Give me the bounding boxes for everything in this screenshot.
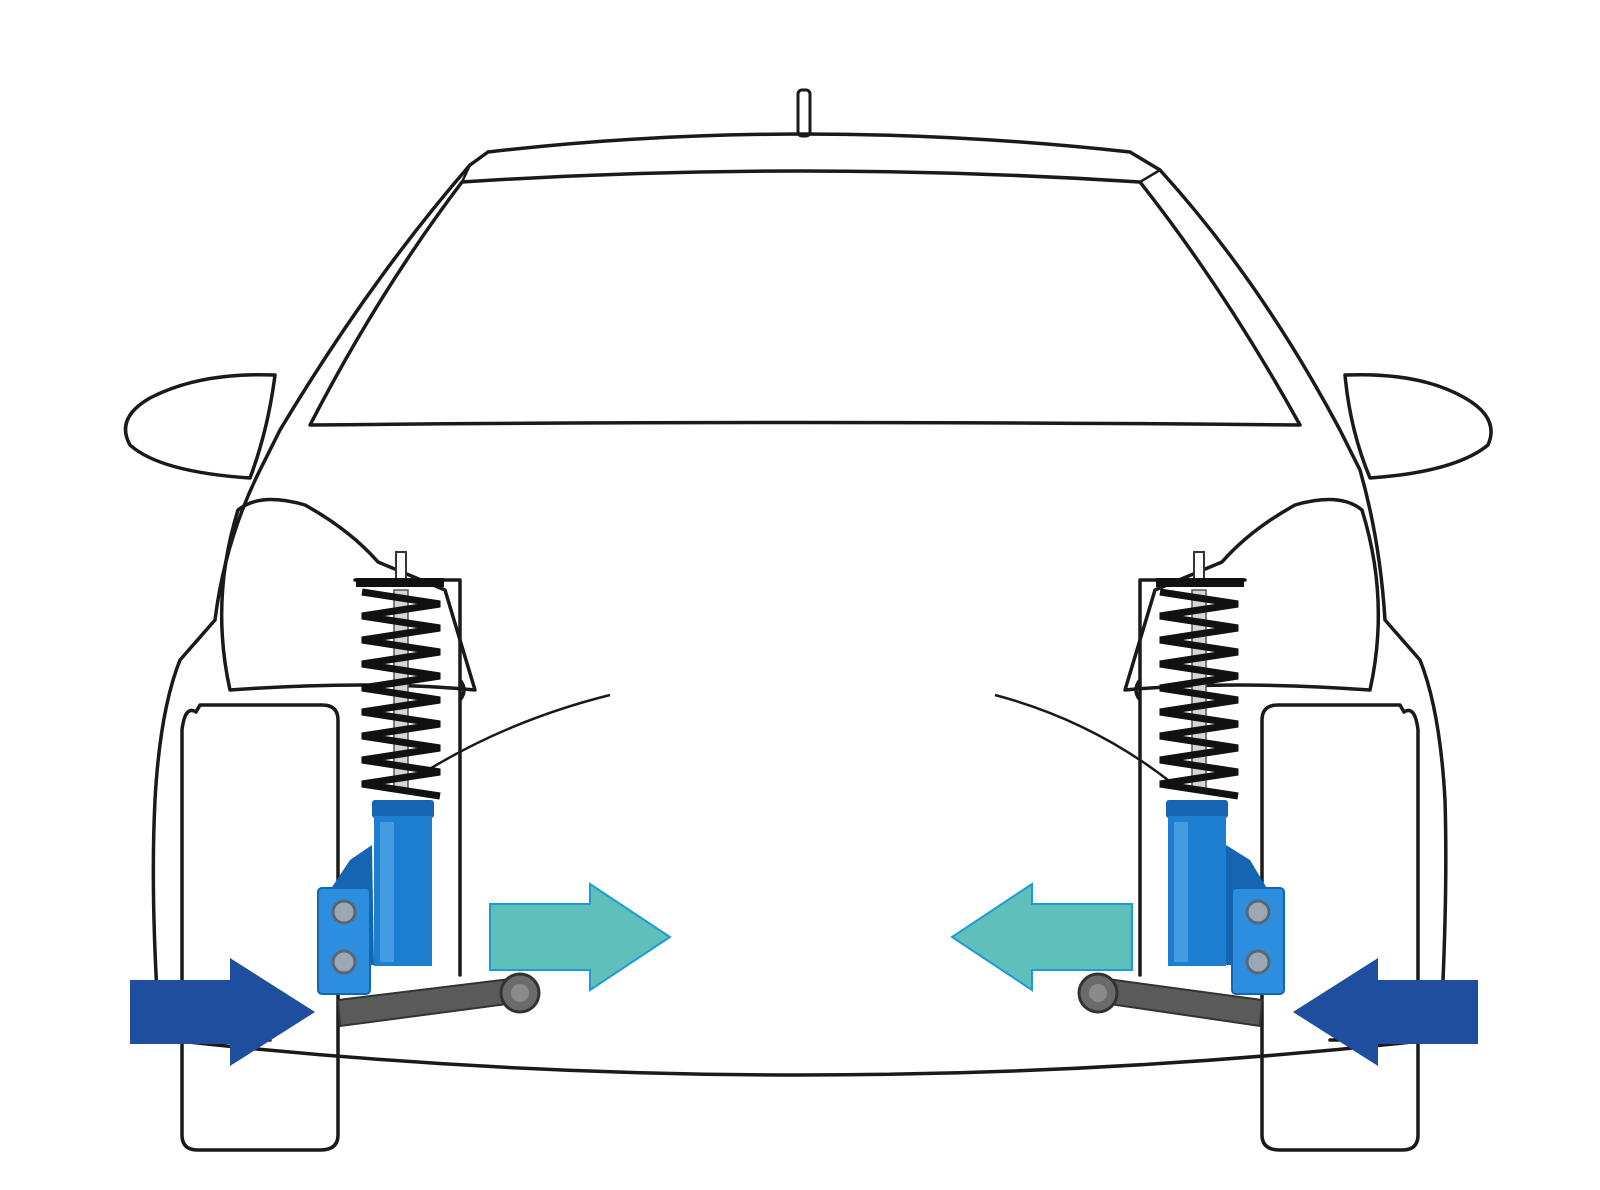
outward-force-arrow-right bbox=[950, 882, 1133, 992]
inward-force-arrow-right bbox=[1293, 958, 1478, 1066]
knuckle-bracket-left bbox=[317, 887, 371, 995]
mirror-left bbox=[123, 372, 277, 480]
bolt-icon bbox=[1245, 949, 1271, 975]
car-body bbox=[151, 132, 1448, 1077]
coil-spring-right bbox=[1159, 588, 1239, 800]
arrow-left-icon bbox=[950, 882, 1133, 992]
wheel-right bbox=[1260, 703, 1420, 1152]
antenna bbox=[796, 88, 812, 138]
outward-force-arrow-left bbox=[489, 882, 672, 992]
bolt-icon bbox=[1245, 899, 1271, 925]
inward-force-arrow-left bbox=[130, 958, 315, 1066]
strut-left bbox=[317, 551, 541, 1028]
arrow-left-icon bbox=[1293, 958, 1478, 1066]
coil-spring-left bbox=[361, 588, 441, 800]
arrow-right-icon bbox=[130, 958, 315, 1066]
arrow-right-icon bbox=[489, 882, 672, 992]
bolt-icon bbox=[331, 949, 357, 975]
pointer-lines bbox=[427, 693, 1169, 781]
bolt-icon bbox=[331, 899, 357, 925]
wheel-left bbox=[180, 703, 340, 1152]
headlight-left bbox=[219, 497, 477, 692]
knuckle-bracket-right bbox=[1231, 887, 1285, 995]
strut-right bbox=[1077, 551, 1285, 1028]
mirror-right bbox=[1343, 372, 1493, 480]
